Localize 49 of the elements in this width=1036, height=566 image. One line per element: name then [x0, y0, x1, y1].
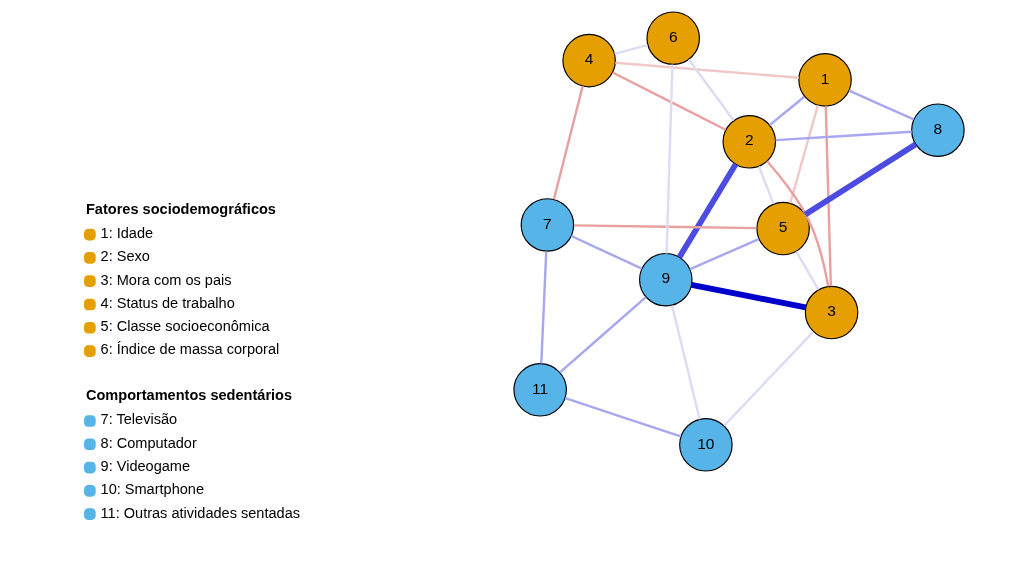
connector	[611, 71, 726, 131]
node-circle: 1	[797, 53, 852, 107]
connector	[613, 43, 648, 55]
connector	[573, 224, 757, 230]
connector	[664, 64, 674, 254]
connector	[722, 330, 814, 427]
connector	[676, 162, 738, 259]
node-circle: 3	[804, 285, 858, 340]
legend-label: 6: Índice de massa corporal	[100, 341, 279, 358]
connector	[803, 141, 917, 217]
node-circle: 4	[561, 33, 616, 88]
legend-label: 8: Computador	[100, 434, 197, 451]
legend-label: 10: Smartphone	[100, 481, 204, 498]
connector	[539, 251, 547, 364]
legend-label: 9: Videogame	[100, 457, 190, 474]
connector	[768, 95, 805, 127]
legend-label: 3: Mora com os pais	[100, 271, 232, 288]
node-circle: 11	[512, 363, 567, 417]
node-circle: 7	[520, 198, 574, 252]
legend-label: 1: Idade	[100, 224, 153, 241]
connector	[558, 296, 647, 374]
connector	[848, 89, 914, 121]
legend-label: 4: Status de trabalho	[100, 294, 235, 311]
connector	[690, 281, 806, 311]
connector	[614, 61, 799, 79]
connector	[689, 238, 759, 271]
legend-label: 11: Outras atividades sentadas	[100, 504, 300, 521]
node-circle: 8	[910, 103, 965, 157]
legend-label: 7: Televisão	[100, 411, 177, 428]
node-circle: 9	[638, 252, 693, 307]
connector	[824, 106, 832, 287]
legend-label: 5: Classe socioeconômica	[100, 318, 270, 335]
connector	[670, 305, 701, 420]
node-circle: 5	[755, 201, 810, 256]
connector	[687, 58, 735, 122]
legend-label: 2: Sexo	[100, 248, 150, 265]
node-circle: 6	[645, 11, 700, 66]
connector	[570, 234, 642, 270]
label: Comportamentos sedentários	[85, 387, 292, 404]
connector	[552, 85, 584, 200]
connector	[765, 160, 829, 287]
label: Fatores sociodemográficos	[85, 200, 276, 217]
node-circle: 10	[678, 418, 733, 472]
connector	[788, 105, 819, 204]
connector	[564, 397, 681, 438]
connector	[775, 130, 912, 142]
node-circle: 2	[722, 114, 776, 169]
connector	[757, 166, 775, 205]
connector	[794, 250, 819, 291]
